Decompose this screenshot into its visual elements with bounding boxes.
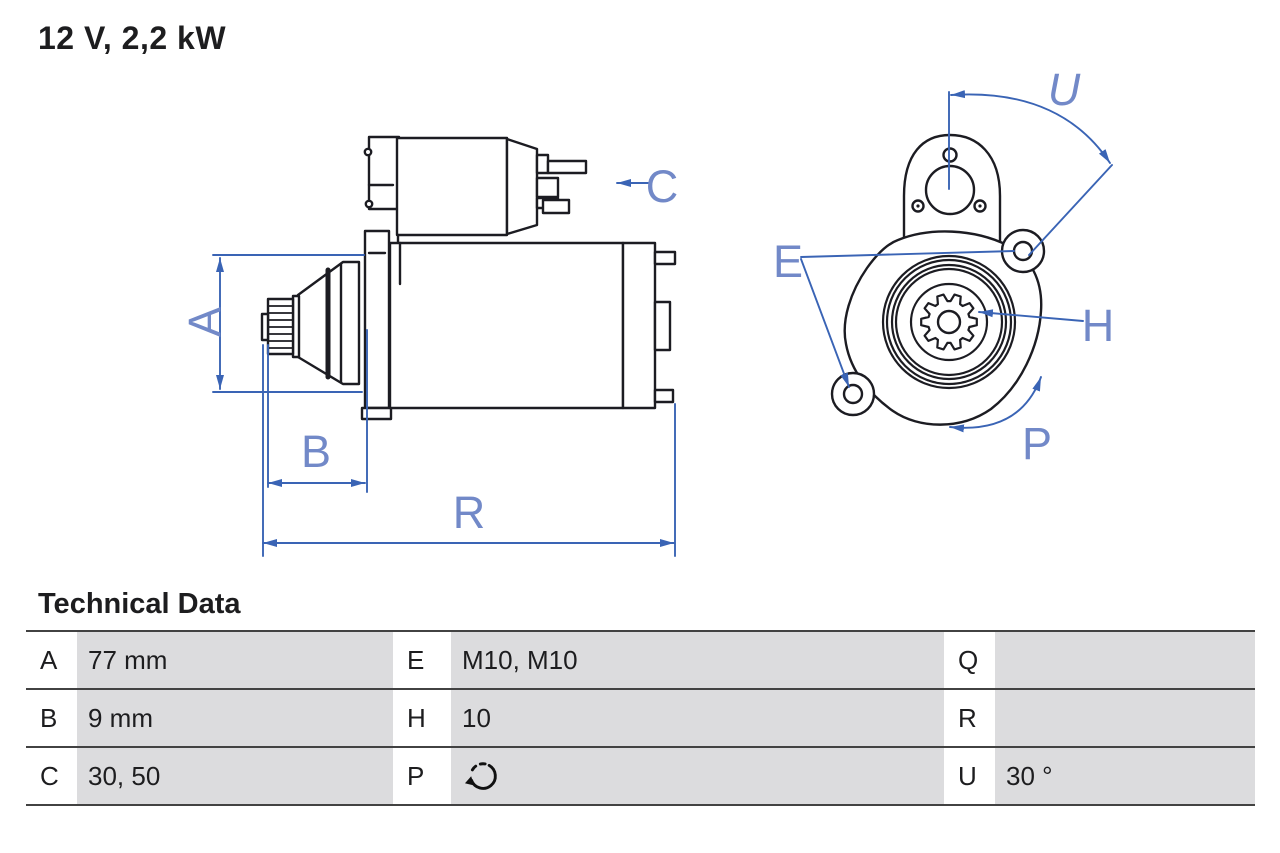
cell-key-h: H [393, 690, 451, 746]
cell-key-p: P [393, 748, 451, 804]
value-text: 30, 50 [88, 760, 161, 791]
rotation-clockwise-icon [464, 762, 497, 790]
value-text: 9 mm [88, 702, 153, 733]
label-c: C [646, 161, 679, 212]
cell-value-u: 30 ° [995, 748, 1255, 804]
label-u: U [1048, 64, 1081, 115]
value-text: 77 mm [88, 644, 168, 675]
dim-e-leader-top [800, 250, 1015, 258]
cell-key-u: U [944, 748, 995, 804]
value-text: 10 [462, 702, 491, 733]
cell-value-b: 9 mm [77, 690, 393, 746]
cell-key-r: R [944, 690, 995, 746]
cell-value-c: 30, 50 [77, 748, 393, 804]
product-spec-title: 12 V, 2,2 kW [38, 20, 227, 56]
mounting-flange-side [360, 229, 393, 421]
technical-drawing: A B C R E H P U [179, 64, 1114, 557]
dimension-labels: A B C R E H P U [179, 64, 1114, 538]
side-view [260, 135, 677, 421]
mounting-hole-top-right [1012, 240, 1034, 262]
motor-body [388, 233, 677, 410]
solenoid-terminals [535, 153, 588, 215]
cell-key-c: C [26, 748, 77, 804]
solenoid-bracket [363, 135, 401, 211]
dim-h-leader [978, 309, 1084, 322]
table-row: B 9 mm H 10 R [26, 688, 1255, 746]
drive-end-housing [296, 260, 361, 386]
cell-key-q: Q [944, 632, 995, 688]
cell-value-r [995, 690, 1255, 746]
dim-p-rotation-arrow [949, 376, 1042, 433]
cell-key-a: A [26, 632, 77, 688]
cell-value-q [995, 632, 1255, 688]
label-h: H [1082, 300, 1115, 351]
technical-data-table: A 77 mm E M10, M10 Q B 9 mm H 10 R C 30,… [26, 630, 1255, 806]
label-b: B [301, 426, 331, 477]
dim-u-ext-slant [1028, 164, 1113, 256]
cell-value-p [451, 748, 944, 804]
cell-value-h: 10 [451, 690, 944, 746]
value-text: M10, M10 [462, 644, 578, 675]
front-view [830, 133, 1046, 426]
cell-value-e: M10, M10 [451, 632, 944, 688]
technical-data-heading: Technical Data [38, 588, 241, 620]
tab-holes [911, 147, 987, 216]
shaft-hole [936, 309, 962, 335]
table-row: C 30, 50 P U 30 ° [26, 746, 1255, 806]
label-p: P [1022, 418, 1052, 469]
cell-value-a: 77 mm [77, 632, 393, 688]
solenoid-body [395, 136, 539, 237]
cell-key-e: E [393, 632, 451, 688]
pinion-gear-side [260, 294, 301, 359]
dimension-lines [212, 90, 1113, 557]
cell-key-b: B [26, 690, 77, 746]
table-row: A 77 mm E M10, M10 Q [26, 630, 1255, 688]
mounting-hole-bottom-left [842, 383, 864, 405]
label-r: R [453, 487, 486, 538]
label-e: E [773, 236, 803, 287]
dim-e-leader-bottom [800, 258, 850, 388]
dim-u-arc [950, 90, 1111, 164]
label-a: A [179, 307, 230, 337]
value-text: 30 ° [1006, 760, 1053, 791]
